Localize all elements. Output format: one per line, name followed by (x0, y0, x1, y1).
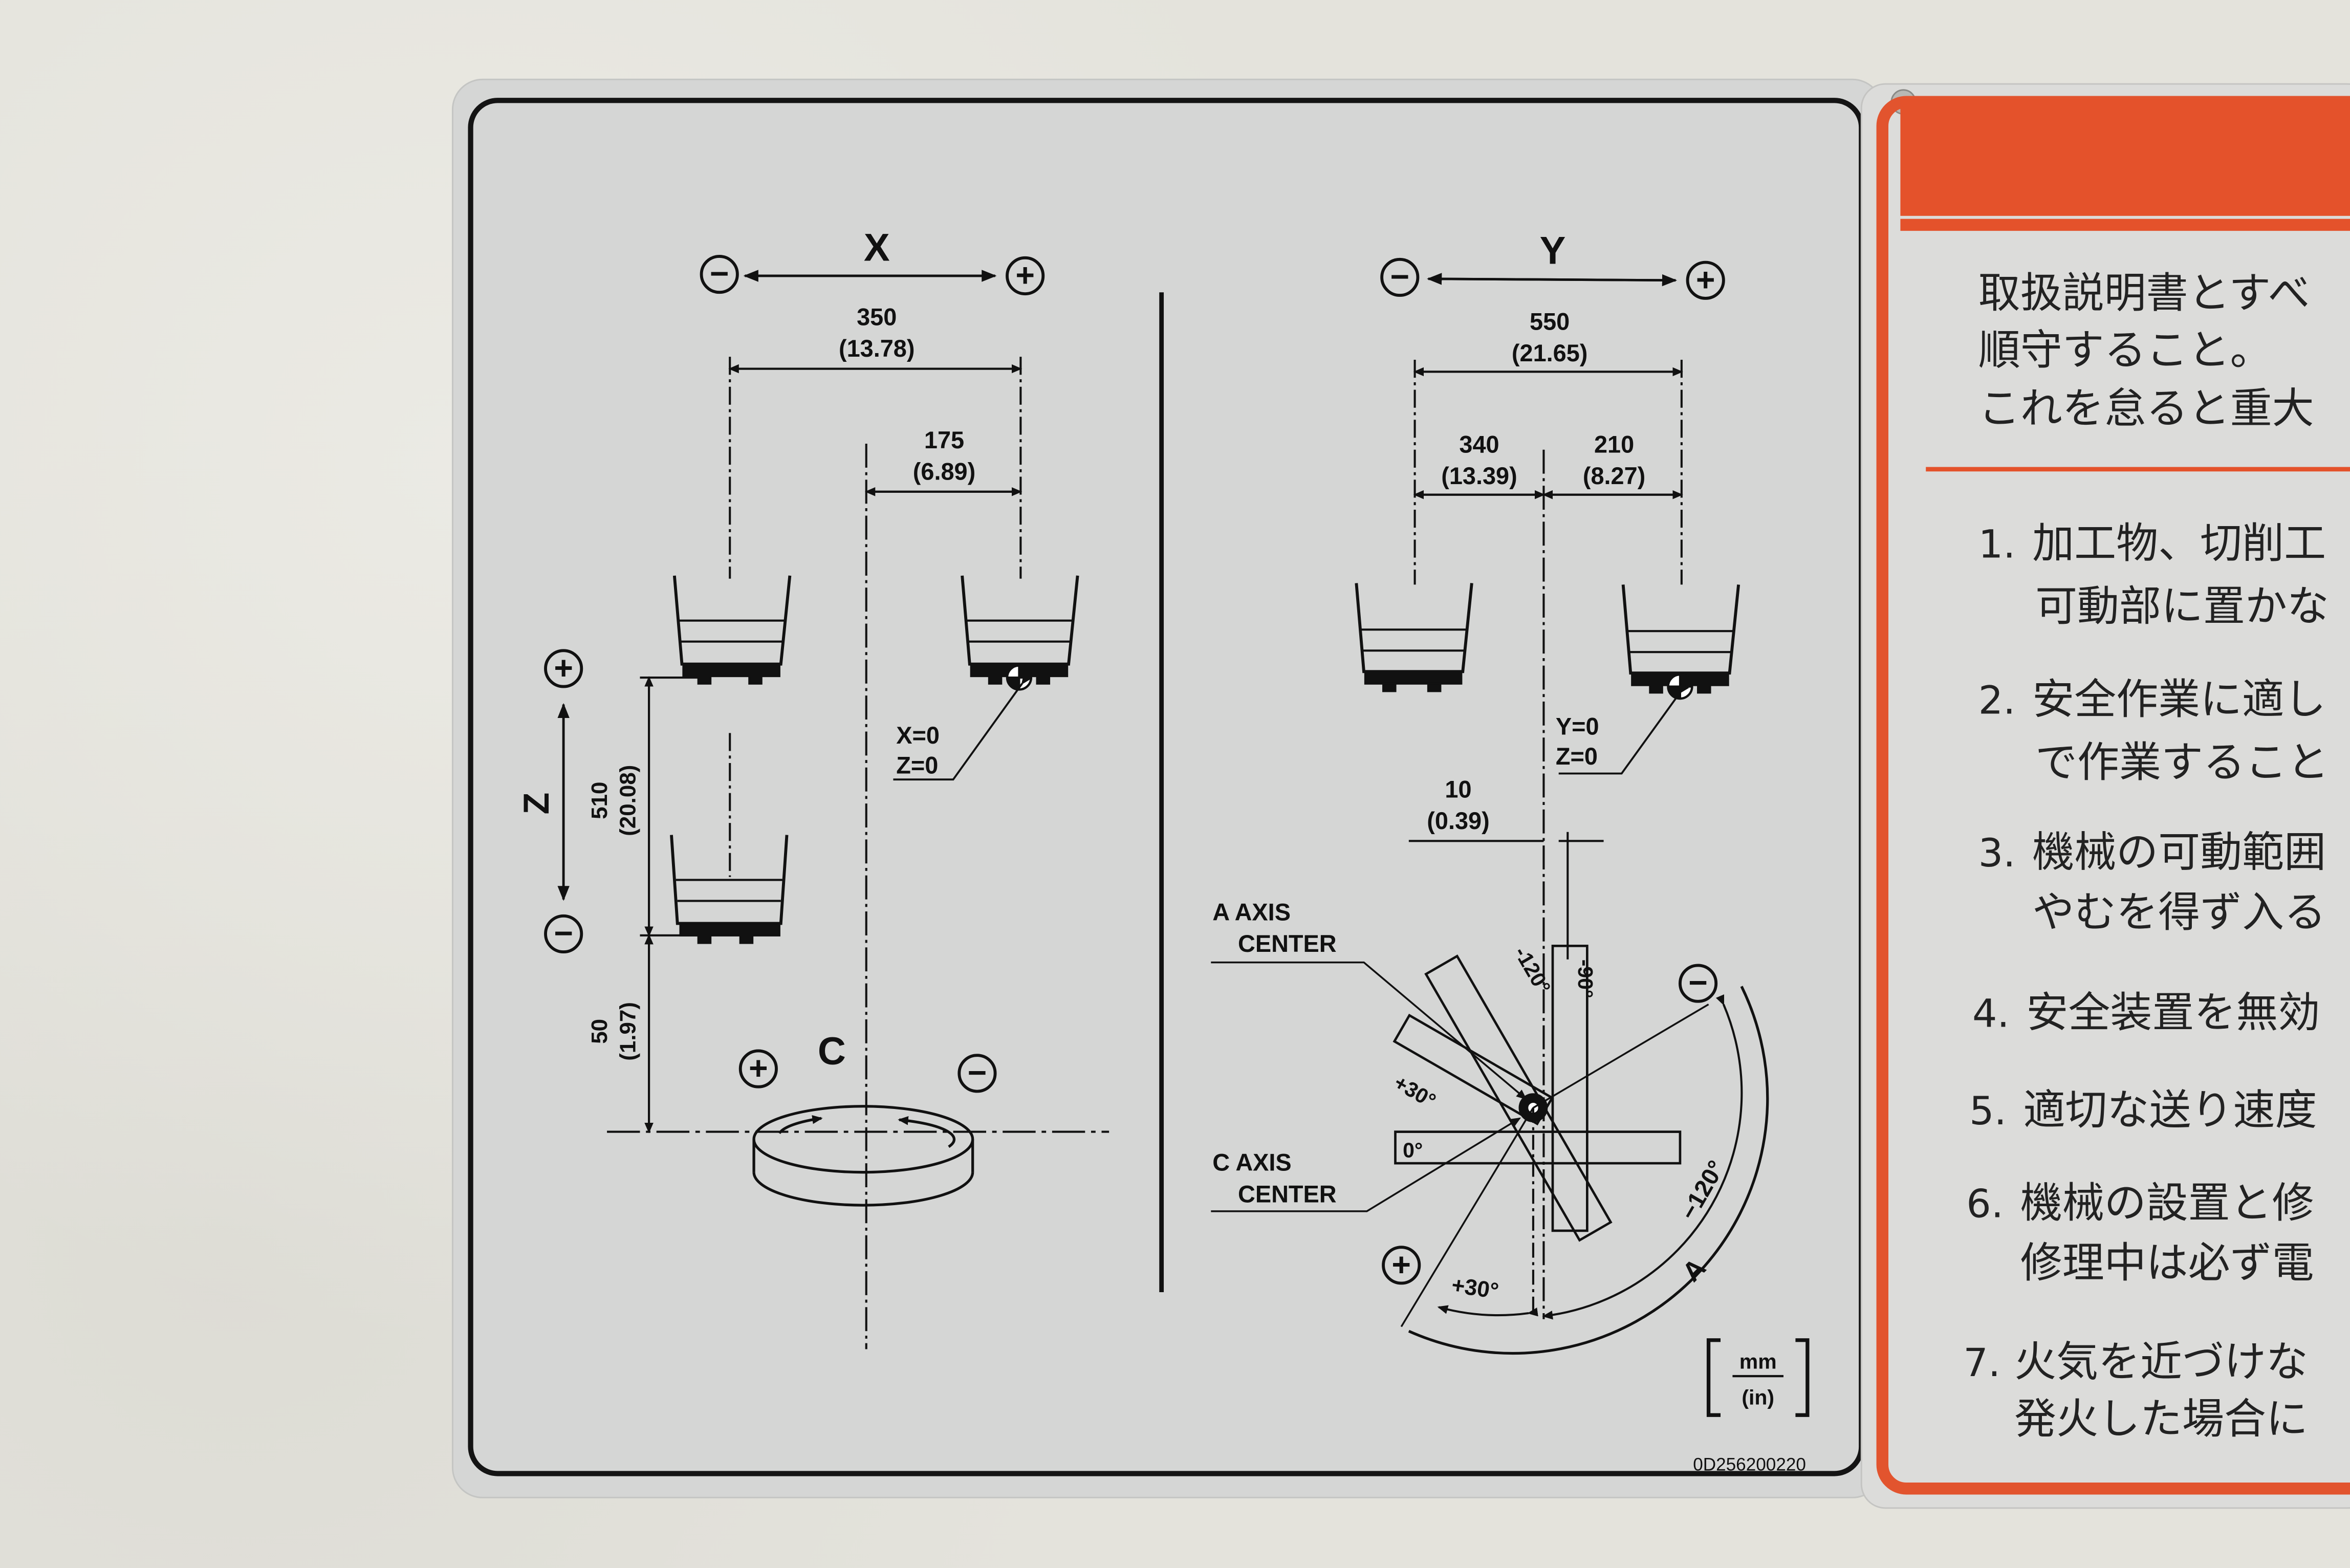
a-minus-icon (1679, 964, 1718, 1003)
x-travel-mm: 350 (857, 304, 897, 331)
spindle-icon (670, 835, 789, 944)
x-plus-sign: + (1015, 256, 1035, 293)
bar-angle-0: 0° (1403, 1138, 1423, 1162)
c-center-label-1: C AXIS (1212, 1149, 1291, 1176)
units-in: (in) (1742, 1386, 1774, 1409)
x-half-in: (6.89) (913, 458, 975, 485)
z-minus-icon (544, 914, 583, 954)
z-plus-sign: + (554, 649, 573, 686)
x-zero-label: X=0 (896, 722, 940, 749)
warning-item-line: 火気を近づけな (2014, 1338, 2308, 1386)
y-minus-sign: − (1390, 258, 1409, 295)
z-travel-in: (20.08) (616, 765, 641, 836)
y-zero-label: Y=0 (1556, 713, 1599, 739)
y-plus-icon (1686, 260, 1725, 300)
z-minus-sign: − (554, 914, 573, 951)
warning-item-line: 修理中は必ず電 (2020, 1239, 2314, 1288)
warning-heading-3: これを怠ると重大 (1978, 384, 2314, 433)
x-minus-icon (700, 254, 739, 294)
x-travel-in: (13.78) (839, 335, 915, 362)
label-plate (451, 78, 1883, 1498)
y-offset-mm: 10 (1445, 776, 1471, 802)
a-minus-sign: − (1688, 964, 1708, 1001)
y-offset-in: (0.39) (1427, 808, 1489, 834)
warning-heading-2: 順守すること。 (1978, 326, 2272, 375)
warning-heading-1: 取扱説明書とすべ (1978, 269, 2310, 317)
warning-item-num: 6. (1966, 1181, 2004, 1227)
y-right-mm: 210 (1594, 431, 1634, 458)
y-travel-in: (21.65) (1512, 340, 1587, 366)
warning-item-line: 加工物、切削工 (2032, 519, 2326, 568)
y-travel-mm: 550 (1530, 308, 1570, 335)
z-axis-label: Z (516, 793, 556, 815)
y-minus-icon (1380, 257, 1420, 297)
y-axis-label: Y (1540, 229, 1566, 273)
warning-item-line: で作業すること (2035, 738, 2329, 787)
warning-item-num: 7. (1963, 1340, 2000, 1385)
z-offset-mm: 50 (587, 1019, 612, 1044)
warning-item-num: 2. (1978, 677, 2016, 723)
c-axis-label: C (818, 1030, 846, 1073)
x-plus-icon (1006, 256, 1045, 296)
a-center-label-2: CENTER (1238, 930, 1337, 957)
warning-item-num: 5. (1969, 1088, 2007, 1134)
warning-item-line: 機械の可動範囲 (2032, 828, 2326, 877)
z-travel-mm: 510 (587, 782, 612, 819)
x-z-zero-label: Z=0 (896, 752, 938, 778)
y-plus-sign: + (1696, 261, 1715, 298)
x-z-c-diagram (544, 254, 1109, 1349)
z-plus-icon (544, 649, 583, 688)
c-plus-icon (738, 1049, 778, 1088)
warning-item-line: やむを得ず入る (2032, 888, 2326, 937)
c-minus-sign: − (968, 1054, 987, 1091)
c-plus-sign: + (749, 1050, 768, 1086)
y-z-zero-label: Z=0 (1556, 743, 1598, 770)
a-center-label-1: A AXIS (1212, 899, 1291, 926)
y-left-mm: 340 (1459, 431, 1499, 458)
z-offset-in: (1.97) (616, 1002, 641, 1061)
x-half-mm: 175 (924, 427, 964, 453)
spindle-icon (672, 575, 792, 685)
warning-item-line: 安全作業に適し (2032, 675, 2326, 724)
a-plus-sign: + (1391, 1246, 1411, 1283)
warning-item-num: 4. (1972, 991, 2010, 1036)
warning-item-num: 3. (1978, 830, 2016, 876)
x-axis-label: X (864, 226, 890, 270)
warning-item-num: 1. (1978, 521, 2016, 567)
warning-item-line: 発火した場合に (2014, 1395, 2308, 1443)
c-minus-icon (958, 1054, 997, 1093)
units-mm: mm (1739, 1349, 1777, 1373)
warning-item-line: 機械の設置と修 (2020, 1179, 2314, 1228)
warning-plate (1860, 83, 2350, 1509)
bar-angle-n90: -90° (1574, 960, 1597, 998)
rotary-table-icon (752, 1105, 974, 1207)
warning-item-line: 可動部に置かな (2035, 582, 2329, 631)
y-a-diagram (1211, 257, 1810, 1417)
c-center-label-2: CENTER (1238, 1181, 1337, 1207)
warning-item-line: 安全装置を無効 (2026, 989, 2320, 1037)
part-number: 0D256200220 (1693, 1455, 1806, 1475)
units-bracket (1706, 1338, 1810, 1417)
a-plus-icon (1382, 1246, 1421, 1285)
spindle-icon (961, 575, 1079, 691)
spindle-icon (1355, 583, 1473, 692)
x-minus-sign: − (710, 255, 729, 292)
y-right-in: (8.27) (1583, 463, 1645, 489)
warning-text: 取扱説明書とすべ 順守すること。 これを怠ると重大 1. 加工物、切削工 可動部… (1963, 269, 2329, 1443)
y-left-in: (13.39) (1441, 463, 1517, 489)
warning-item-line: 適切な送り速度 (2023, 1086, 2317, 1135)
